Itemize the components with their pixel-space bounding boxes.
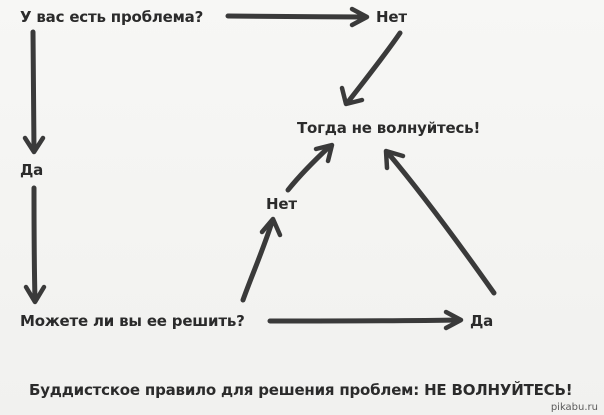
site-watermark: pikabu.ru xyxy=(550,402,598,413)
arrow-question-to-yes xyxy=(22,29,46,155)
arrow-can-solve-to-yes xyxy=(267,309,464,331)
node-can-solve: Можете ли вы ее решить? xyxy=(20,312,245,330)
arrow-no-to-worry-not xyxy=(339,30,403,107)
node-no-mid: Нет xyxy=(266,195,297,213)
node-yes-right: Да xyxy=(470,312,494,330)
node-no-top: Нет xyxy=(376,8,407,26)
arrow-can-solve-to-no xyxy=(240,216,283,303)
arrow-question-to-no xyxy=(225,6,370,28)
node-worry-not: Тогда не волнуйтесь! xyxy=(297,119,481,137)
node-question: У вас есть проблема? xyxy=(20,8,204,26)
diagram-caption: Буддистское правило для решения проблем:… xyxy=(29,381,573,399)
arrow-no-to-worry-not-mid xyxy=(285,142,335,193)
arrow-yes-to-can-solve xyxy=(23,185,47,305)
arrow-yes-to-worry-not xyxy=(383,148,497,296)
node-yes-left: Да xyxy=(20,161,44,179)
